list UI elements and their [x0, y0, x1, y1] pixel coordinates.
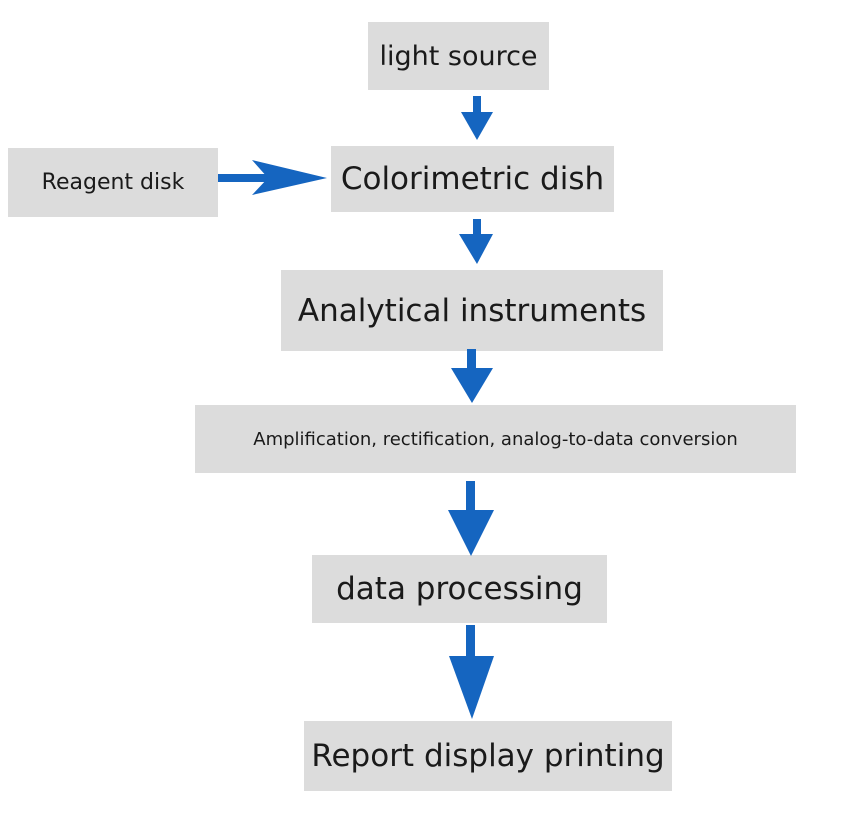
- arrow-reagent-to-colorimetric: [218, 160, 327, 195]
- node-light-source: light source: [368, 22, 549, 90]
- arrow-light-to-colorimetric: [461, 96, 493, 140]
- arrow-data-to-report: [449, 625, 494, 719]
- node-data-processing: data processing: [312, 555, 607, 623]
- node-analytical-instruments: Analytical instruments: [281, 270, 663, 351]
- arrow-analytical-to-amplification: [451, 349, 493, 403]
- arrow-amplification-to-data: [448, 481, 494, 556]
- node-reagent-disk: Reagent disk: [8, 148, 218, 217]
- arrow-colorimetric-to-analytical: [459, 219, 493, 264]
- node-report-display-printing: Report display printing: [304, 721, 672, 791]
- node-amplification-conversion: Amplification, rectification, analog-to-…: [195, 405, 796, 473]
- node-colorimetric-dish: Colorimetric dish: [331, 146, 614, 212]
